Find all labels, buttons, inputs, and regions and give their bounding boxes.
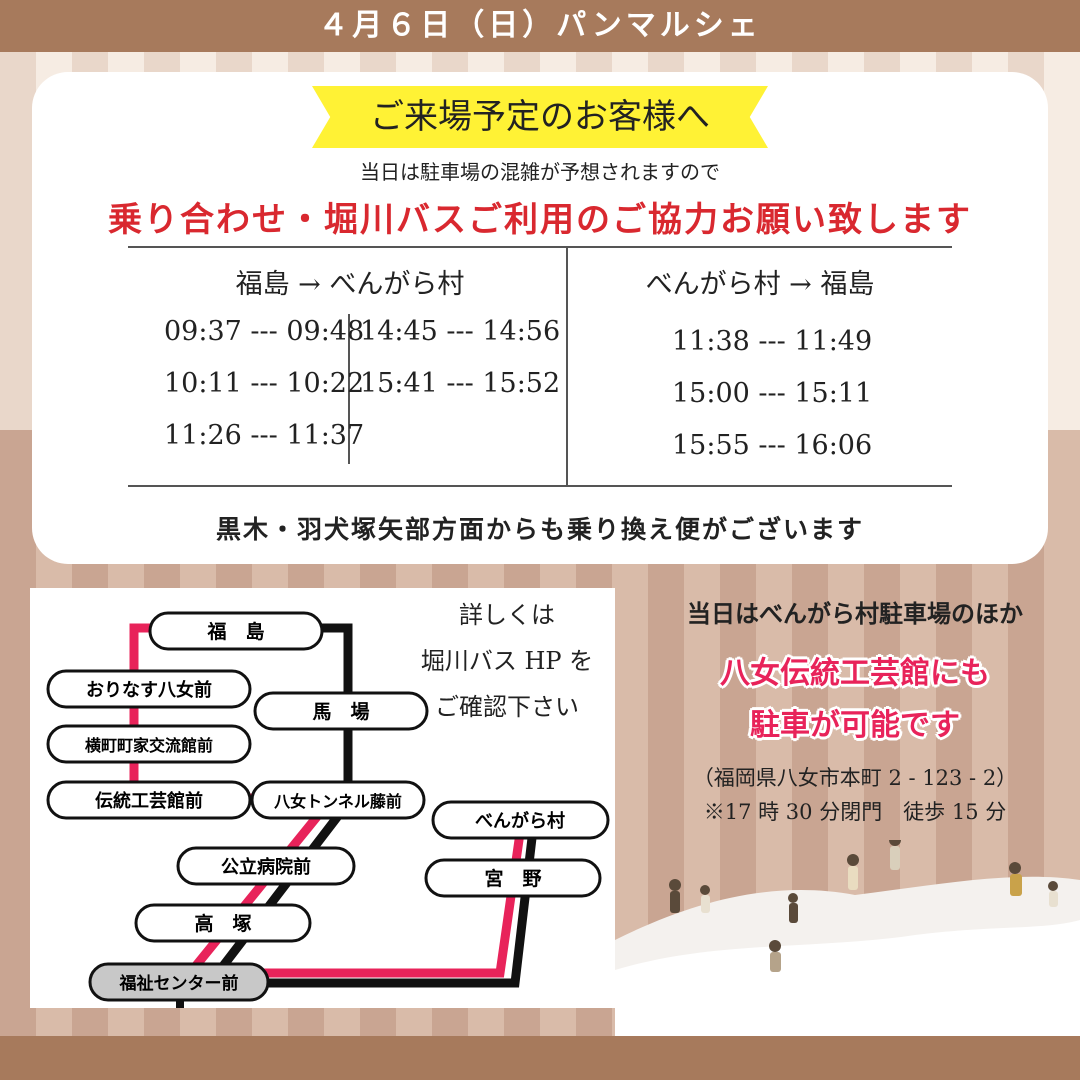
snow-hill-image xyxy=(615,840,1080,1040)
divider-bottom xyxy=(128,485,952,487)
route-map: 福 島 おりなす八女前 横町町家交流館前 伝統工芸館前 馬 場 八女トンネル藤前… xyxy=(30,588,615,1008)
stop-label-tunnel: 八女トンネル藤前 xyxy=(273,792,402,811)
stop-fukushima: 福 島 xyxy=(148,611,324,651)
stop-dentou: 伝統工芸館前 xyxy=(46,780,252,820)
time-left-2: 10:11 --- 10:22 xyxy=(164,368,365,399)
time-right-2: 15:00 --- 15:11 xyxy=(672,378,873,409)
stop-orinasu: おりなす八女前 xyxy=(46,669,252,709)
people-figures xyxy=(669,840,1058,972)
stop-bengara: べんがら村 xyxy=(431,800,610,840)
time-right-1: 11:38 --- 11:49 xyxy=(672,326,873,357)
hp-note-line-2: 堀川バス HP を xyxy=(420,647,594,675)
stop-label-dentou: 伝統工芸館前 xyxy=(95,790,203,812)
notice-line-2: 乗り合わせ・堀川バスご利用のご協力お願い致します xyxy=(108,200,972,240)
route-map-svg: 福 島 おりなす八女前 横町町家交流館前 伝統工芸館前 馬 場 八女トンネル藤前… xyxy=(46,611,610,1008)
stop-takatsuka: 高 塚 xyxy=(134,903,312,943)
hp-note-line-1: 詳しくは xyxy=(459,601,555,629)
stop-yokomachi: 横町町家交流館前 xyxy=(46,724,252,764)
divider-center xyxy=(566,248,568,485)
notice-card xyxy=(32,72,1048,564)
time-left-5: 15:41 --- 15:52 xyxy=(360,368,561,399)
pink-route-lower xyxy=(180,810,525,978)
stop-label-miyano: 宮 野 xyxy=(484,867,541,890)
divider-left-cols xyxy=(348,314,350,464)
stop-label-fukushima: 福 島 xyxy=(206,620,264,643)
notice-line-1: 当日は駐車場の混雑が予想されますので xyxy=(360,160,720,184)
timetable-left-title: 福島 → べんがら村 xyxy=(235,269,465,300)
parking-intro: 当日はべんがら村駐車場のほか xyxy=(687,599,1023,628)
bottom-bar xyxy=(0,1036,1080,1080)
page-title: ４月６日（日）パンマルシェ xyxy=(0,0,1080,52)
stop-label-takatsuka: 高 塚 xyxy=(194,912,251,935)
transfer-note: 黒木・羽犬塚矢部方面からも乗り換え便がございます xyxy=(215,515,864,544)
stop-kouritsu: 公立病院前 xyxy=(176,846,356,886)
time-left-3: 11:26 --- 11:37 xyxy=(164,420,365,451)
timetable-right-title: べんがら村 → 福島 xyxy=(645,269,875,300)
stop-baba: 馬 場 xyxy=(253,691,429,731)
stop-miyano: 宮 野 xyxy=(424,858,602,898)
stop-label-fukushi: 福祉センター前 xyxy=(119,973,239,994)
stop-label-kouritsu: 公立病院前 xyxy=(221,856,311,878)
parking-address: （福岡県八女市本町 2 - 123 - 2） xyxy=(692,766,1018,790)
time-left-1: 09:37 --- 09:48 xyxy=(164,316,365,347)
parking-highlight-2: 駐車が可能です xyxy=(750,708,960,743)
stop-tunnel: 八女トンネル藤前 xyxy=(250,780,426,820)
time-right-3: 15:55 --- 16:06 xyxy=(672,430,873,461)
stop-label-yokomachi: 横町町家交流館前 xyxy=(85,736,213,755)
hp-note-line-3: ご確認下さい xyxy=(435,693,579,721)
divider-top xyxy=(128,246,952,248)
stop-label-orinasu: おりなす八女前 xyxy=(86,679,212,701)
parking-highlight-1: 八女伝統工芸館にも xyxy=(720,656,990,691)
stop-label-bengara: べんがら村 xyxy=(475,810,565,832)
parking-hours: ※17 時 30 分閉門 徒歩 15 分 xyxy=(703,800,1007,824)
hp-note: 詳しくは 堀川バス HP を ご確認下さい xyxy=(402,592,612,730)
stop-label-baba: 馬 場 xyxy=(312,701,369,723)
time-left-4: 14:45 --- 14:56 xyxy=(360,316,561,347)
black-route-lower xyxy=(200,800,537,988)
stop-fukushi: 福祉センター前 xyxy=(88,962,270,1002)
ribbon-heading: ご来場予定のお客様へ xyxy=(312,86,768,148)
